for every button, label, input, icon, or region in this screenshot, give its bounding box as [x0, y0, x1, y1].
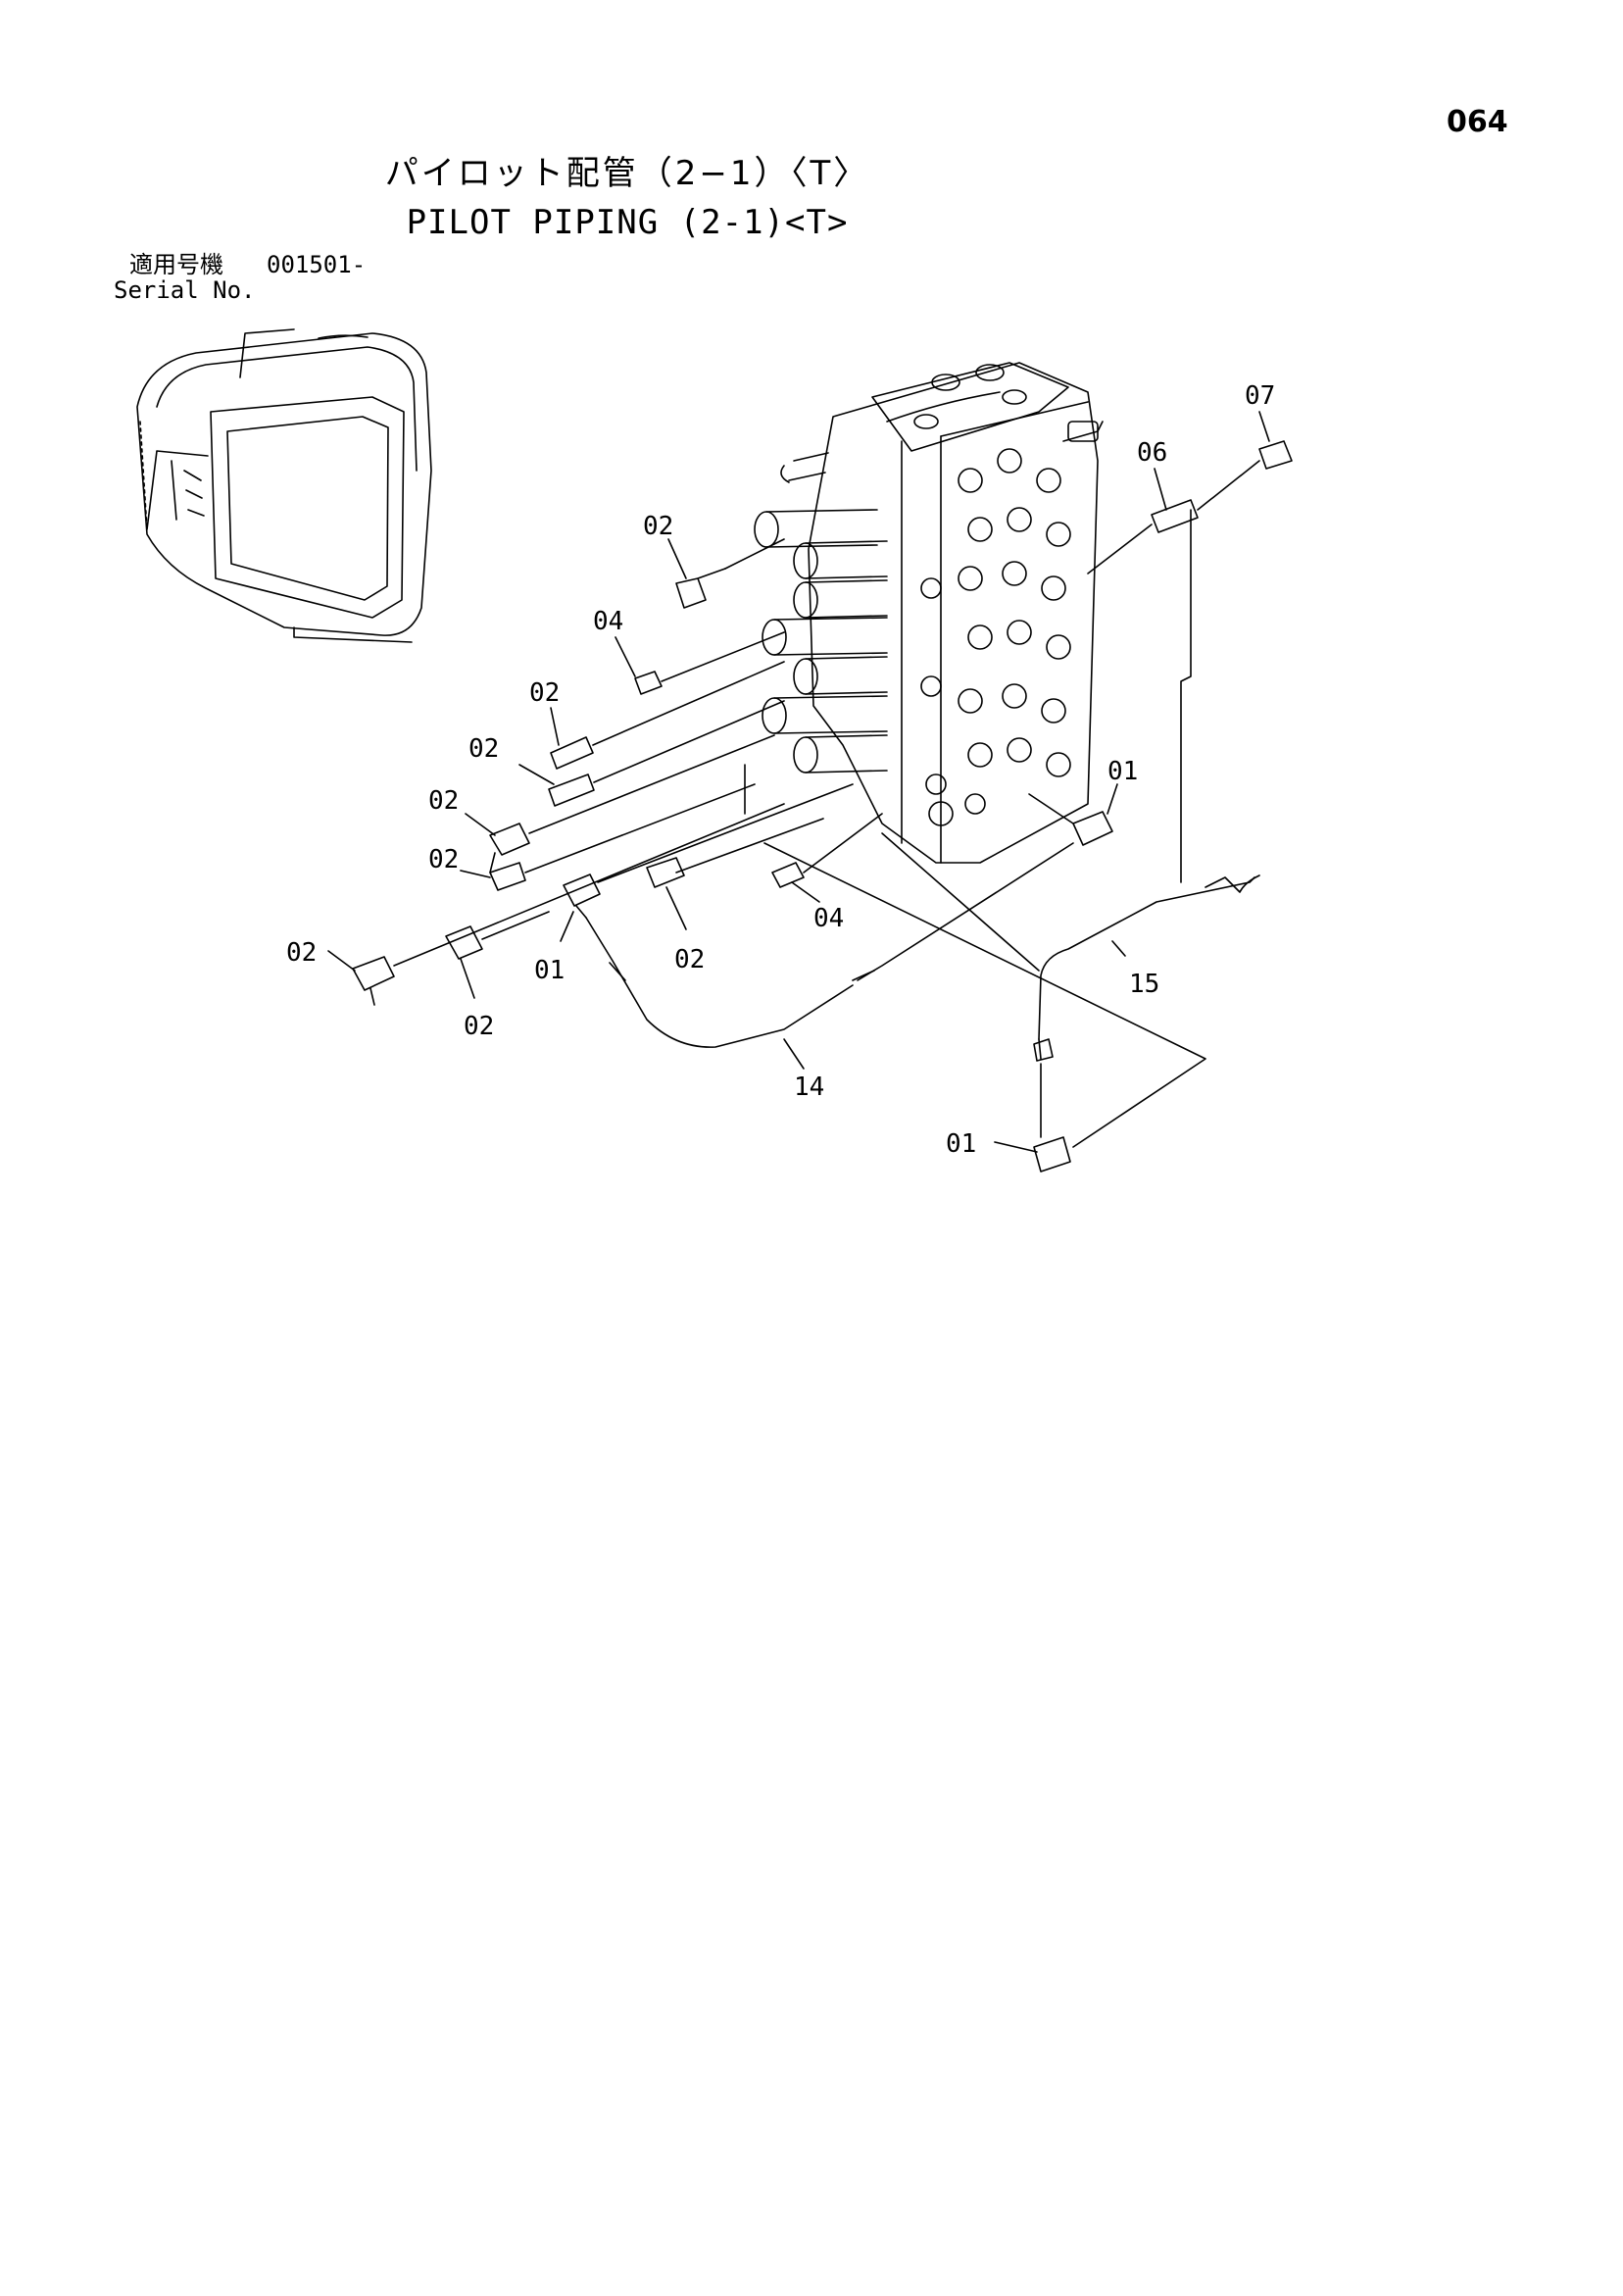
callout-01: 01 [946, 1129, 976, 1159]
callout-07: 07 [1245, 381, 1275, 411]
callout-02: 02 [286, 938, 317, 968]
callout-02: 02 [464, 1012, 494, 1041]
valve-ports [920, 448, 1071, 826]
callout-01: 01 [534, 956, 565, 985]
callout-02: 02 [529, 678, 560, 708]
fittings [352, 440, 1293, 1173]
leader-lines [327, 411, 1270, 1153]
callout-14: 14 [794, 1073, 824, 1102]
serial-value: 001501- [267, 251, 367, 278]
callout-01: 01 [1107, 757, 1138, 786]
callout-02: 02 [674, 945, 705, 974]
serial-label-english: Serial No. [114, 276, 256, 304]
control-valve [754, 362, 1104, 864]
title-japanese: パイロット配管（2−1）〈T〉 [384, 154, 870, 193]
callout-04: 04 [593, 607, 623, 636]
serial-label-japanese: 適用号機 [129, 251, 223, 278]
page-number: 064 [1447, 105, 1508, 139]
callout-02: 02 [468, 734, 499, 764]
callout-04: 04 [813, 904, 844, 933]
cab-thumbnail [136, 328, 432, 643]
spool-caps [754, 509, 888, 774]
callout-02: 02 [428, 845, 459, 874]
callout-02: 02 [643, 512, 673, 541]
title-english: PILOT PIPING (2-1)<T> [406, 203, 849, 242]
callout-15: 15 [1129, 970, 1159, 999]
callout-06: 06 [1137, 438, 1167, 468]
callouts: 07 06 02 04 02 02 02 02 02 02 02 01 01 0… [286, 381, 1275, 1159]
callout-02: 02 [428, 786, 459, 816]
